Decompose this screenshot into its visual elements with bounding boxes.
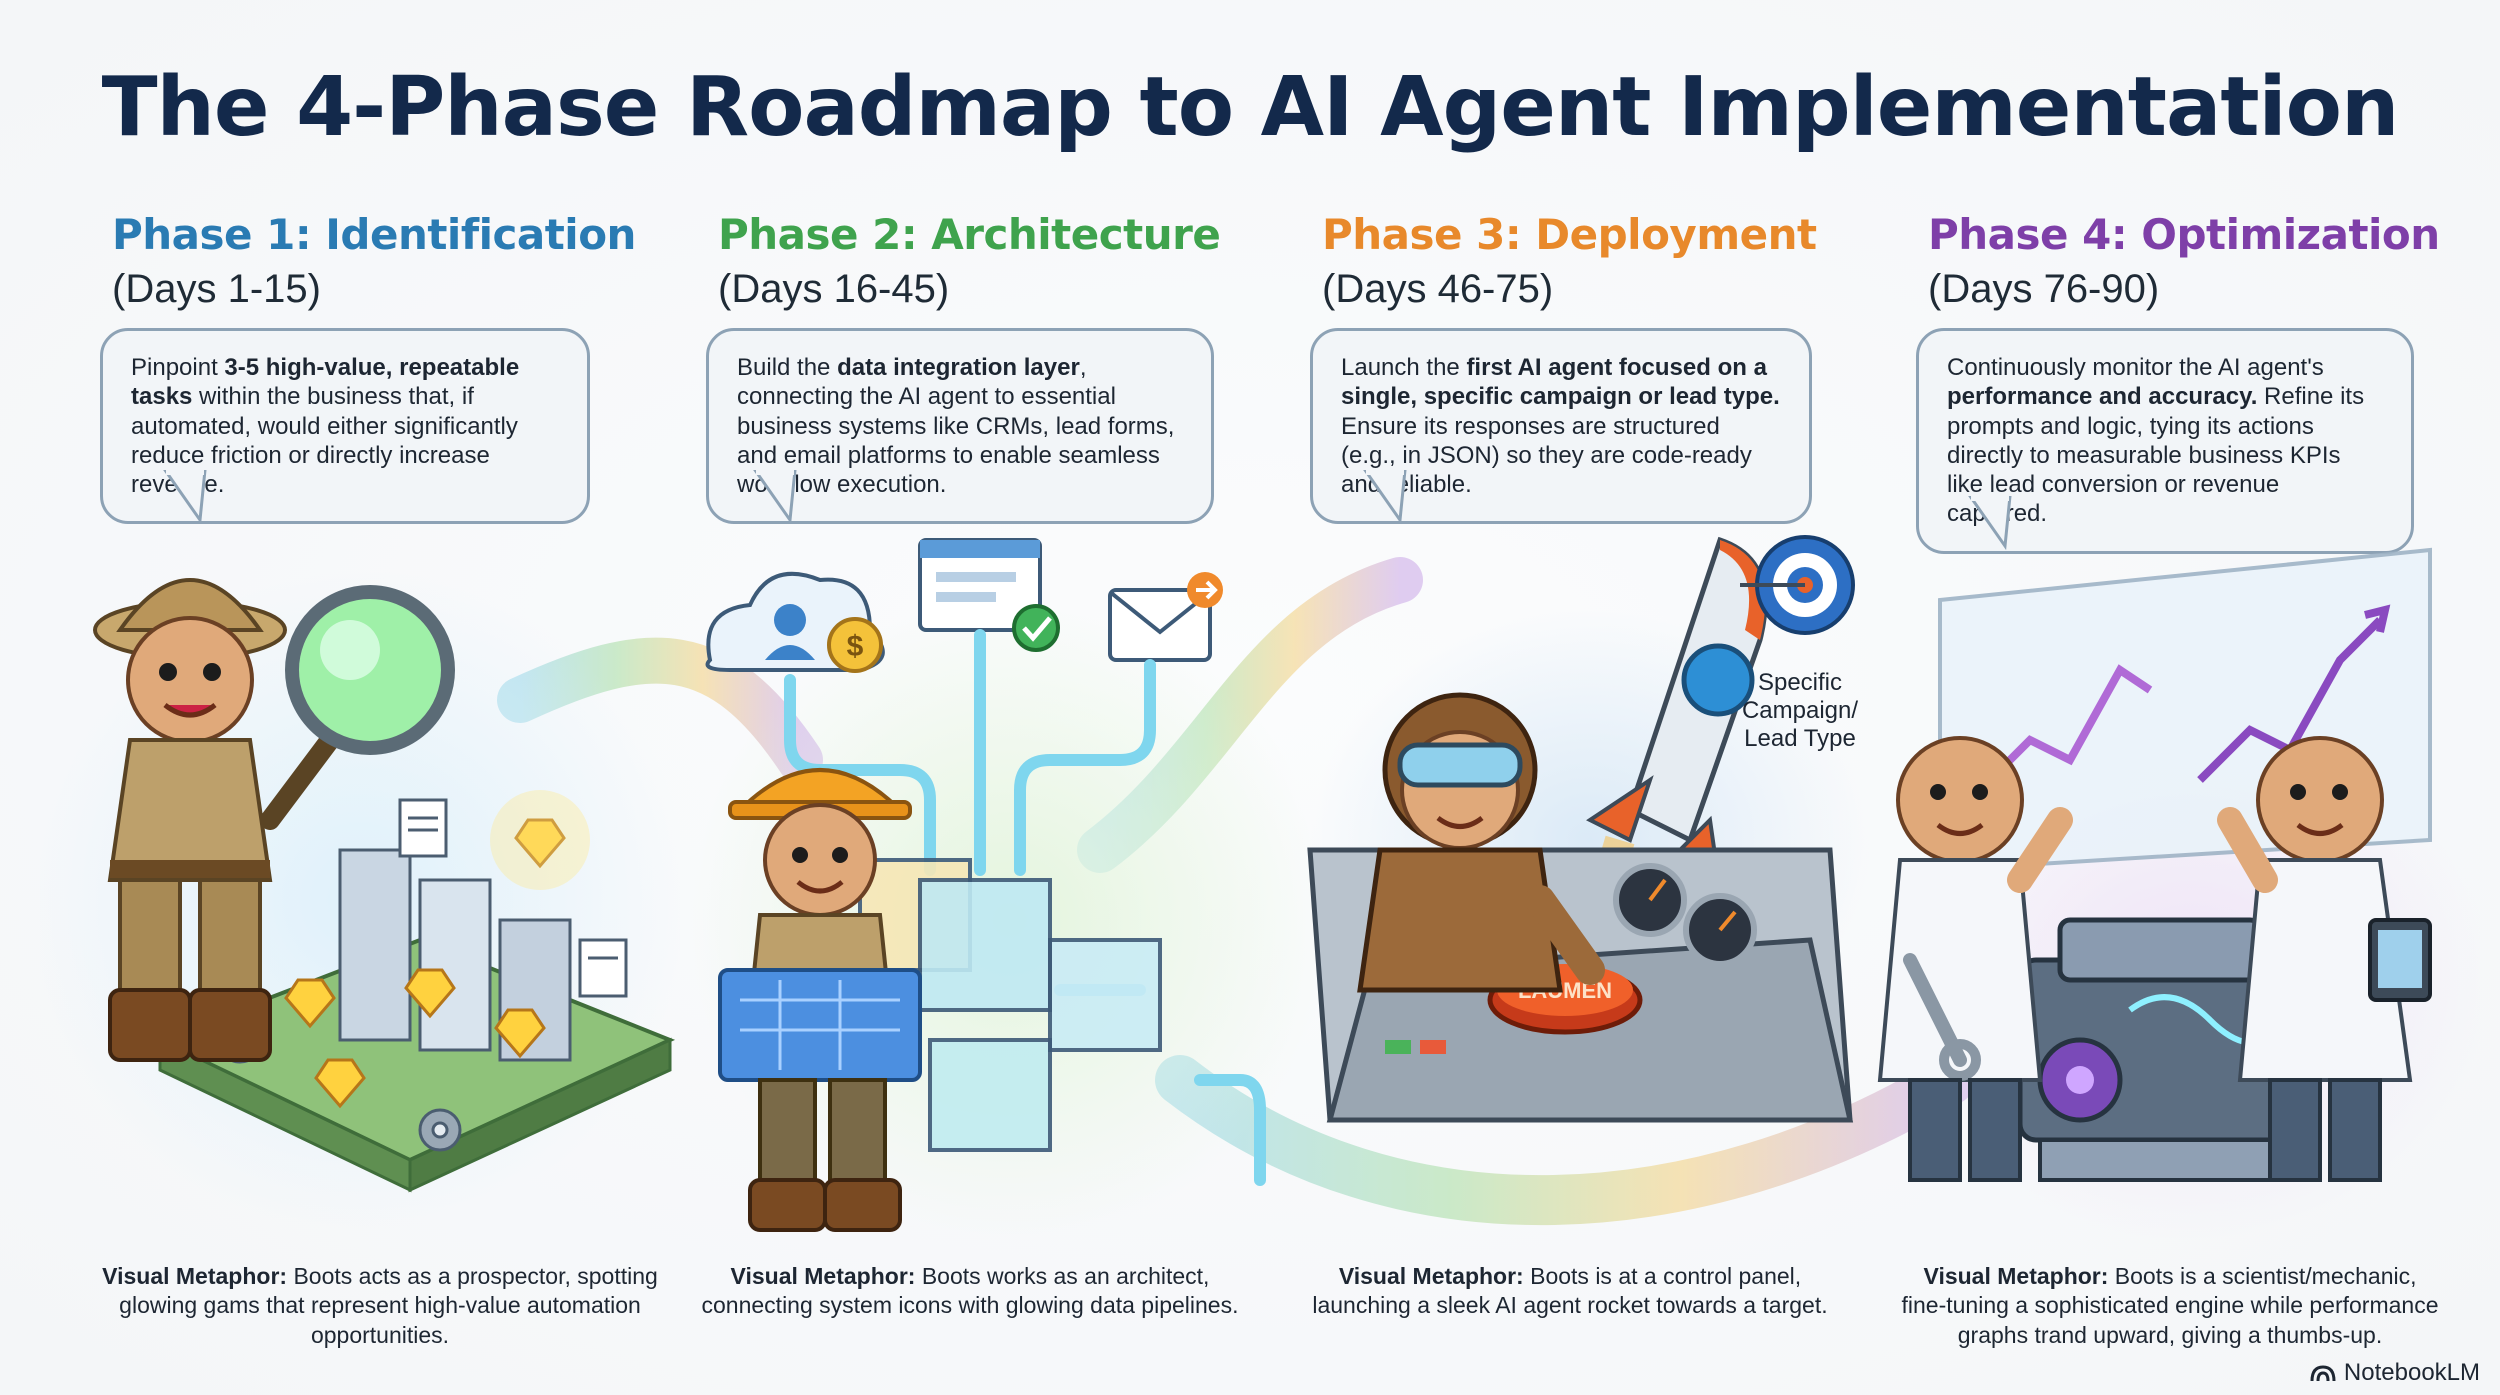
phase-1-title: Phase 1: Identification <box>112 210 636 259</box>
phase-3-header: Phase 3: Deployment (Days 46-75) <box>1322 210 1882 312</box>
svg-text:$: $ <box>847 630 864 663</box>
phase-2-days: (Days 16-45) <box>718 267 950 311</box>
target-label-2: Campaign/ <box>1742 697 1858 724</box>
notebooklm-logo-icon <box>2310 1365 2336 1382</box>
desc-text: Launch the <box>1341 354 1467 381</box>
bubble-tail <box>1363 470 1407 525</box>
bubble-tail <box>163 470 207 525</box>
bubble-tail <box>1968 496 2012 551</box>
wrench-icon <box>1903 953 1981 1081</box>
document-icon <box>398 798 448 858</box>
desc-text: Continuously monitor the AI agent's <box>1947 354 2324 381</box>
phase-1-description: Pinpoint 3-5 high-value, repeatable task… <box>100 328 590 525</box>
desc-text: Refine its prompts and logic, tying its … <box>1947 383 2365 527</box>
metaphor-text: Boots is a scientist/mechanic, fine-tuni… <box>1901 1263 2439 1348</box>
bubble-tail <box>753 470 797 525</box>
blueprint-icon <box>718 968 922 1082</box>
desc-text: within the business that, if automated, … <box>131 383 518 498</box>
metaphor-text: Boots is at a control panel, launching a… <box>1312 1263 1828 1319</box>
phase-2-header: Phase 2: Architecture (Days 16-45) <box>718 210 1278 312</box>
phase-2-metaphor: Visual Metaphor: Boots works as an archi… <box>680 1262 1260 1321</box>
target-label-1: Specific <box>1758 669 1842 696</box>
phase-2-scene: $ <box>690 538 1320 1240</box>
desc-highlight: first AI agent focused on a single, spec… <box>1341 354 1780 411</box>
phase-1-header: Phase 1: Identification (Days 1-15) <box>112 210 672 312</box>
desc-text: Ensure its responses are structured (e.g… <box>1341 412 1752 499</box>
brand-badge: NotebookLM <box>2310 1359 2480 1387</box>
email-icon <box>1108 588 1212 662</box>
gem-icon <box>284 818 566 1109</box>
phase-3-metaphor: Visual Metaphor: Boots is at a control p… <box>1290 1262 1850 1321</box>
phase-1-metaphor: Visual Metaphor: Boots acts as a prospec… <box>100 1262 660 1350</box>
metaphor-label: Visual Metaphor: <box>102 1263 288 1289</box>
desc-highlight: data integration layer <box>837 354 1080 381</box>
desc-highlight: 3-5 high-value, repeatable tasks <box>131 354 520 411</box>
phase-1-scene <box>40 570 680 1230</box>
document-icon <box>578 938 628 998</box>
phase-3-scene: Specific Campaign/ Lead Type LAUMEN <box>1307 535 1870 1123</box>
phase-2-title: Phase 2: Architecture <box>718 210 1221 259</box>
phase-3-days: (Days 46-75) <box>1322 267 1554 311</box>
dollar-icon: $ <box>827 617 883 673</box>
checkmark-icon <box>1012 604 1060 652</box>
target-label-3: Lead Type <box>1744 725 1856 752</box>
phase-4-metaphor: Visual Metaphor: Boots is a scientist/me… <box>1900 1262 2440 1350</box>
target-icon <box>1740 535 1855 635</box>
arrow-icon <box>1187 572 1223 608</box>
tablet-icon <box>2368 918 2432 1002</box>
metaphor-label: Visual Metaphor: <box>1923 1263 2109 1289</box>
metaphor-text: Boots acts as a prospector, spotting glo… <box>119 1263 658 1348</box>
metaphor-label: Visual Metaphor: <box>1338 1263 1524 1289</box>
magnifier-icon <box>260 585 455 830</box>
metaphor-text: Boots works as an architect, connecting … <box>701 1263 1239 1319</box>
desc-text: Pinpoint <box>131 354 225 381</box>
phase-4-title: Phase 4: Optimization <box>1928 210 2440 259</box>
phase-4-days: (Days 76-90) <box>1928 267 2160 311</box>
metaphor-label: Visual Metaphor: <box>730 1263 916 1289</box>
engine-icon <box>2017 917 2303 1182</box>
phase-1-days: (Days 1-15) <box>112 267 321 311</box>
desc-highlight: performance and accuracy. <box>1947 383 2258 411</box>
page-title: The 4-Phase Roadmap to AI Agent Implemen… <box>101 60 2400 155</box>
desc-text: Build the <box>737 354 838 381</box>
phase-4-header: Phase 4: Optimization (Days 76-90) <box>1928 210 2488 312</box>
brand-name: NotebookLM <box>2343 1359 2480 1386</box>
phase-3-title: Phase 3: Deployment <box>1322 210 1817 259</box>
phase-4-scene <box>1877 547 2480 1240</box>
